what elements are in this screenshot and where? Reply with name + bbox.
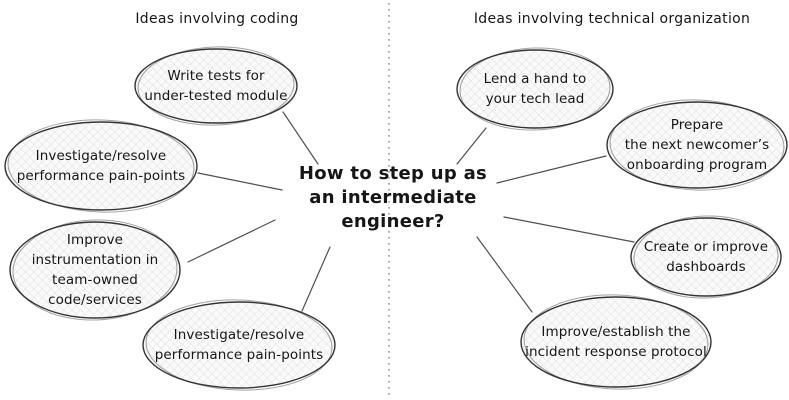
ellipse-sketch-stroke [12,219,178,321]
ellipse-sketch-stroke [633,215,779,299]
ellipse-shape [456,49,614,129]
node-ellipse-lend-a-hand[interactable] [456,45,614,132]
node-ellipse-prepare-onboarding[interactable] [606,97,788,193]
connector-create-dashboards [503,216,635,243]
ellipse-shape [520,296,712,388]
ellipse-shape [9,221,181,319]
connector-investigate-bottom [301,246,331,312]
ellipse-sketch-stroke [609,99,785,191]
ellipse-shape [630,217,782,297]
node-ellipse-create-dashboards[interactable] [630,214,782,301]
ellipse-shape [142,301,336,389]
ellipse-shape [606,101,788,189]
node-ellipse-investigate-performance-top[interactable] [4,117,198,215]
connector-improve-instrumentation [187,219,276,263]
node-ellipse-incident-response[interactable] [520,292,712,392]
connector-write-tests [282,111,319,165]
connector-lines [187,111,635,313]
connector-investigate-top [197,172,283,191]
node-ellipse-improve-instrumentation[interactable] [9,217,181,323]
ellipse-shape [134,48,298,124]
connector-lend-a-hand [456,127,487,165]
ellipse-sketch-stroke [523,294,709,390]
ellipse-sketch-stroke [459,47,611,131]
node-ellipse-investigate-performance-bottom[interactable] [142,297,336,393]
ellipse-shape [4,121,198,211]
connector-prepare-onboarding [496,155,607,184]
ellipse-sketch-stroke [7,119,195,213]
ellipse-sketch-stroke [137,46,295,126]
ellipse-sketch-stroke [145,299,333,391]
connector-incident-response [476,236,533,313]
node-ellipse-write-tests[interactable] [134,44,298,127]
